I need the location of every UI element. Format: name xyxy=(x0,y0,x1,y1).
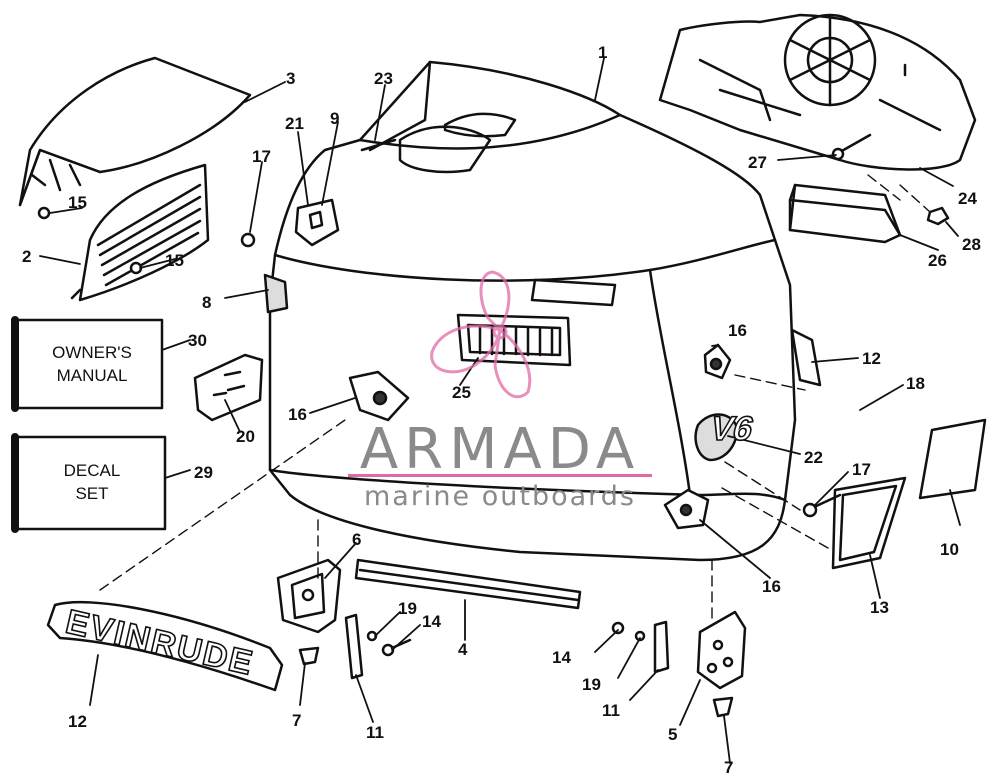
callout-17-right: 17 xyxy=(852,460,871,479)
part-screw-14-right xyxy=(611,621,625,635)
callout-8: 8 xyxy=(202,293,211,312)
callout-15-upper: 15 xyxy=(68,193,87,212)
callout-29: 29 xyxy=(194,463,213,482)
watermark: ARMADA marine outboards xyxy=(348,270,652,512)
callout-18: 18 xyxy=(906,374,925,393)
callout-14-left: 14 xyxy=(422,612,441,631)
callout-17-left: 17 xyxy=(252,147,271,166)
watermark-brand: ARMADA xyxy=(360,417,640,482)
part-screw-17-right xyxy=(802,493,842,518)
part-grille xyxy=(70,163,210,302)
part-hinge-9-21 xyxy=(294,198,340,247)
callout-6: 6 xyxy=(352,530,361,549)
part-bumper-7-left xyxy=(298,646,320,666)
decal-set-line2: SET xyxy=(75,484,108,503)
callout-1: 1 xyxy=(598,43,607,62)
callout-11-left: 11 xyxy=(366,723,384,742)
callout-11-right: 11 xyxy=(602,701,620,720)
callout-labels: 1 2 3 4 5 6 7 7 8 9 10 11 11 12 12 13 14… xyxy=(22,43,981,777)
callout-26: 26 xyxy=(928,251,947,270)
callout-13: 13 xyxy=(870,598,889,617)
callout-22: 22 xyxy=(804,448,823,467)
callout-23: 23 xyxy=(374,69,393,88)
part-main-cowling xyxy=(268,60,797,562)
watermark-divider xyxy=(348,474,652,477)
part-air-intake xyxy=(788,183,902,244)
decal-set-line1: DECAL xyxy=(64,461,121,480)
owners-manual-line2: MANUAL xyxy=(57,366,128,385)
callout-20: 20 xyxy=(236,427,255,446)
callout-7-right: 7 xyxy=(724,758,733,777)
callout-12-right: 12 xyxy=(862,349,881,368)
part-bracket-11-right xyxy=(653,620,670,674)
callout-10: 10 xyxy=(940,540,959,559)
owners-manual-box xyxy=(11,316,164,412)
part-bracket-11-left xyxy=(344,613,364,680)
part-side-plate-12 xyxy=(790,328,822,387)
callout-4: 4 xyxy=(458,640,468,659)
callout-30: 30 xyxy=(188,331,207,350)
dashed-guides xyxy=(99,174,931,621)
leader-lines xyxy=(39,57,961,764)
callout-12-left: 12 xyxy=(68,712,87,731)
part-bumper-7-right xyxy=(712,696,734,718)
part-screw-27 xyxy=(831,133,872,161)
callout-16-lower: 16 xyxy=(762,577,781,596)
callout-24: 24 xyxy=(958,189,977,208)
callout-7-left: 7 xyxy=(292,711,301,730)
part-nut-28 xyxy=(926,206,950,226)
part-bracket-16-right-upper xyxy=(703,343,732,380)
callout-27: 27 xyxy=(748,153,767,172)
callout-5: 5 xyxy=(668,725,677,744)
evinrude-decal-outline xyxy=(46,600,284,692)
owners-manual-line1: OWNER'S xyxy=(52,343,132,362)
part-washer-19-right xyxy=(634,630,646,642)
callout-14-right: 14 xyxy=(552,648,571,667)
watermark-tagline: marine outboards xyxy=(364,481,636,512)
part-top-cover xyxy=(18,56,252,207)
part-bracket-16-lower xyxy=(663,488,710,530)
callout-3: 3 xyxy=(286,69,295,88)
part-latch-5 xyxy=(696,610,747,690)
part-rubber-seal xyxy=(354,558,582,610)
part-flywheel-cover xyxy=(658,13,977,171)
part-foam-8 xyxy=(263,273,289,314)
callout-21: 21 xyxy=(285,114,304,133)
callout-2: 2 xyxy=(22,247,31,266)
part-latch-plate xyxy=(193,353,264,422)
part-seal-22 xyxy=(694,413,739,462)
part-bracket-16-left xyxy=(348,370,410,422)
callout-28: 28 xyxy=(962,235,981,254)
callout-25: 25 xyxy=(452,383,471,402)
part-trim-13 xyxy=(831,476,907,570)
part-screw-17-left xyxy=(240,232,256,248)
callout-15-lower: 15 xyxy=(165,251,184,270)
part-decal-10 xyxy=(918,418,987,500)
callout-16-right-upper: 16 xyxy=(728,321,747,340)
watermark-propeller-icon xyxy=(430,270,532,399)
decal-set-box xyxy=(11,433,167,533)
part-screw-14-left xyxy=(381,638,412,657)
callout-19-right: 19 xyxy=(582,675,601,694)
part-screw-15-upper xyxy=(37,206,51,220)
callout-19-left: 19 xyxy=(398,599,417,618)
callout-9: 9 xyxy=(330,109,339,128)
callout-16-left: 16 xyxy=(288,405,307,424)
